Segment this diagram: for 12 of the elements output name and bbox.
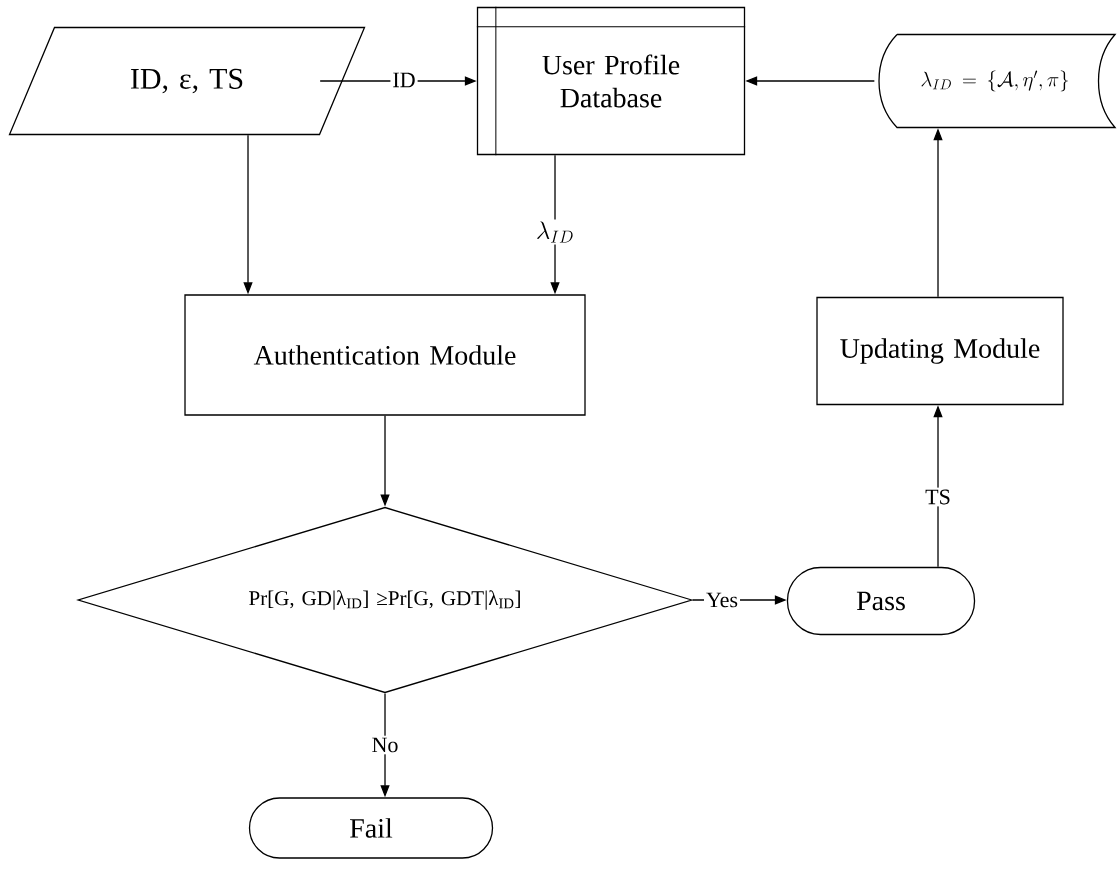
process-box: Updating Module — [816, 296, 1064, 406]
terminal-box: Pass — [786, 566, 976, 636]
process-box: Authentication Module — [184, 294, 586, 416]
database-box: User Profile Database — [476, 6, 746, 156]
terminal-box: Fail — [248, 797, 494, 859]
edge-label: $\lambda_{ID}$ — [534, 219, 577, 245]
edge-label: No — [369, 735, 401, 755]
edge-label: TS — [923, 487, 953, 507]
input-parallelogram: ID, ε, TS — [8, 26, 366, 136]
stored-data-shape: $\lambda_{ID} = \{\mathcal{A}, \eta', \pi\}$ — [878, 33, 1116, 129]
edge-label: Yes — [704, 590, 740, 610]
edge-label: ID — [390, 70, 418, 90]
